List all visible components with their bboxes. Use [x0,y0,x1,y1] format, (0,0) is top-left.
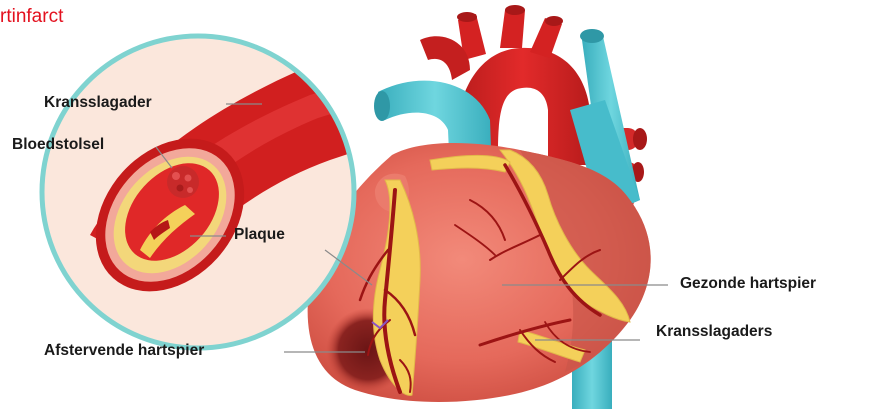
artery-inset [42,36,360,348]
blood-clot [167,166,199,198]
label-bloedstolsel: Bloedstolsel [12,136,104,154]
heart [308,5,651,409]
label-afstervende-hartspier: Afstervende hartspier [44,342,204,360]
label-gezonde-hartspier: Gezonde hartspier [680,275,816,293]
label-plaque: Plaque [234,226,285,244]
label-kransslagader: Kransslagader [44,94,152,112]
label-kransslagaders: Kransslagaders [656,323,772,341]
